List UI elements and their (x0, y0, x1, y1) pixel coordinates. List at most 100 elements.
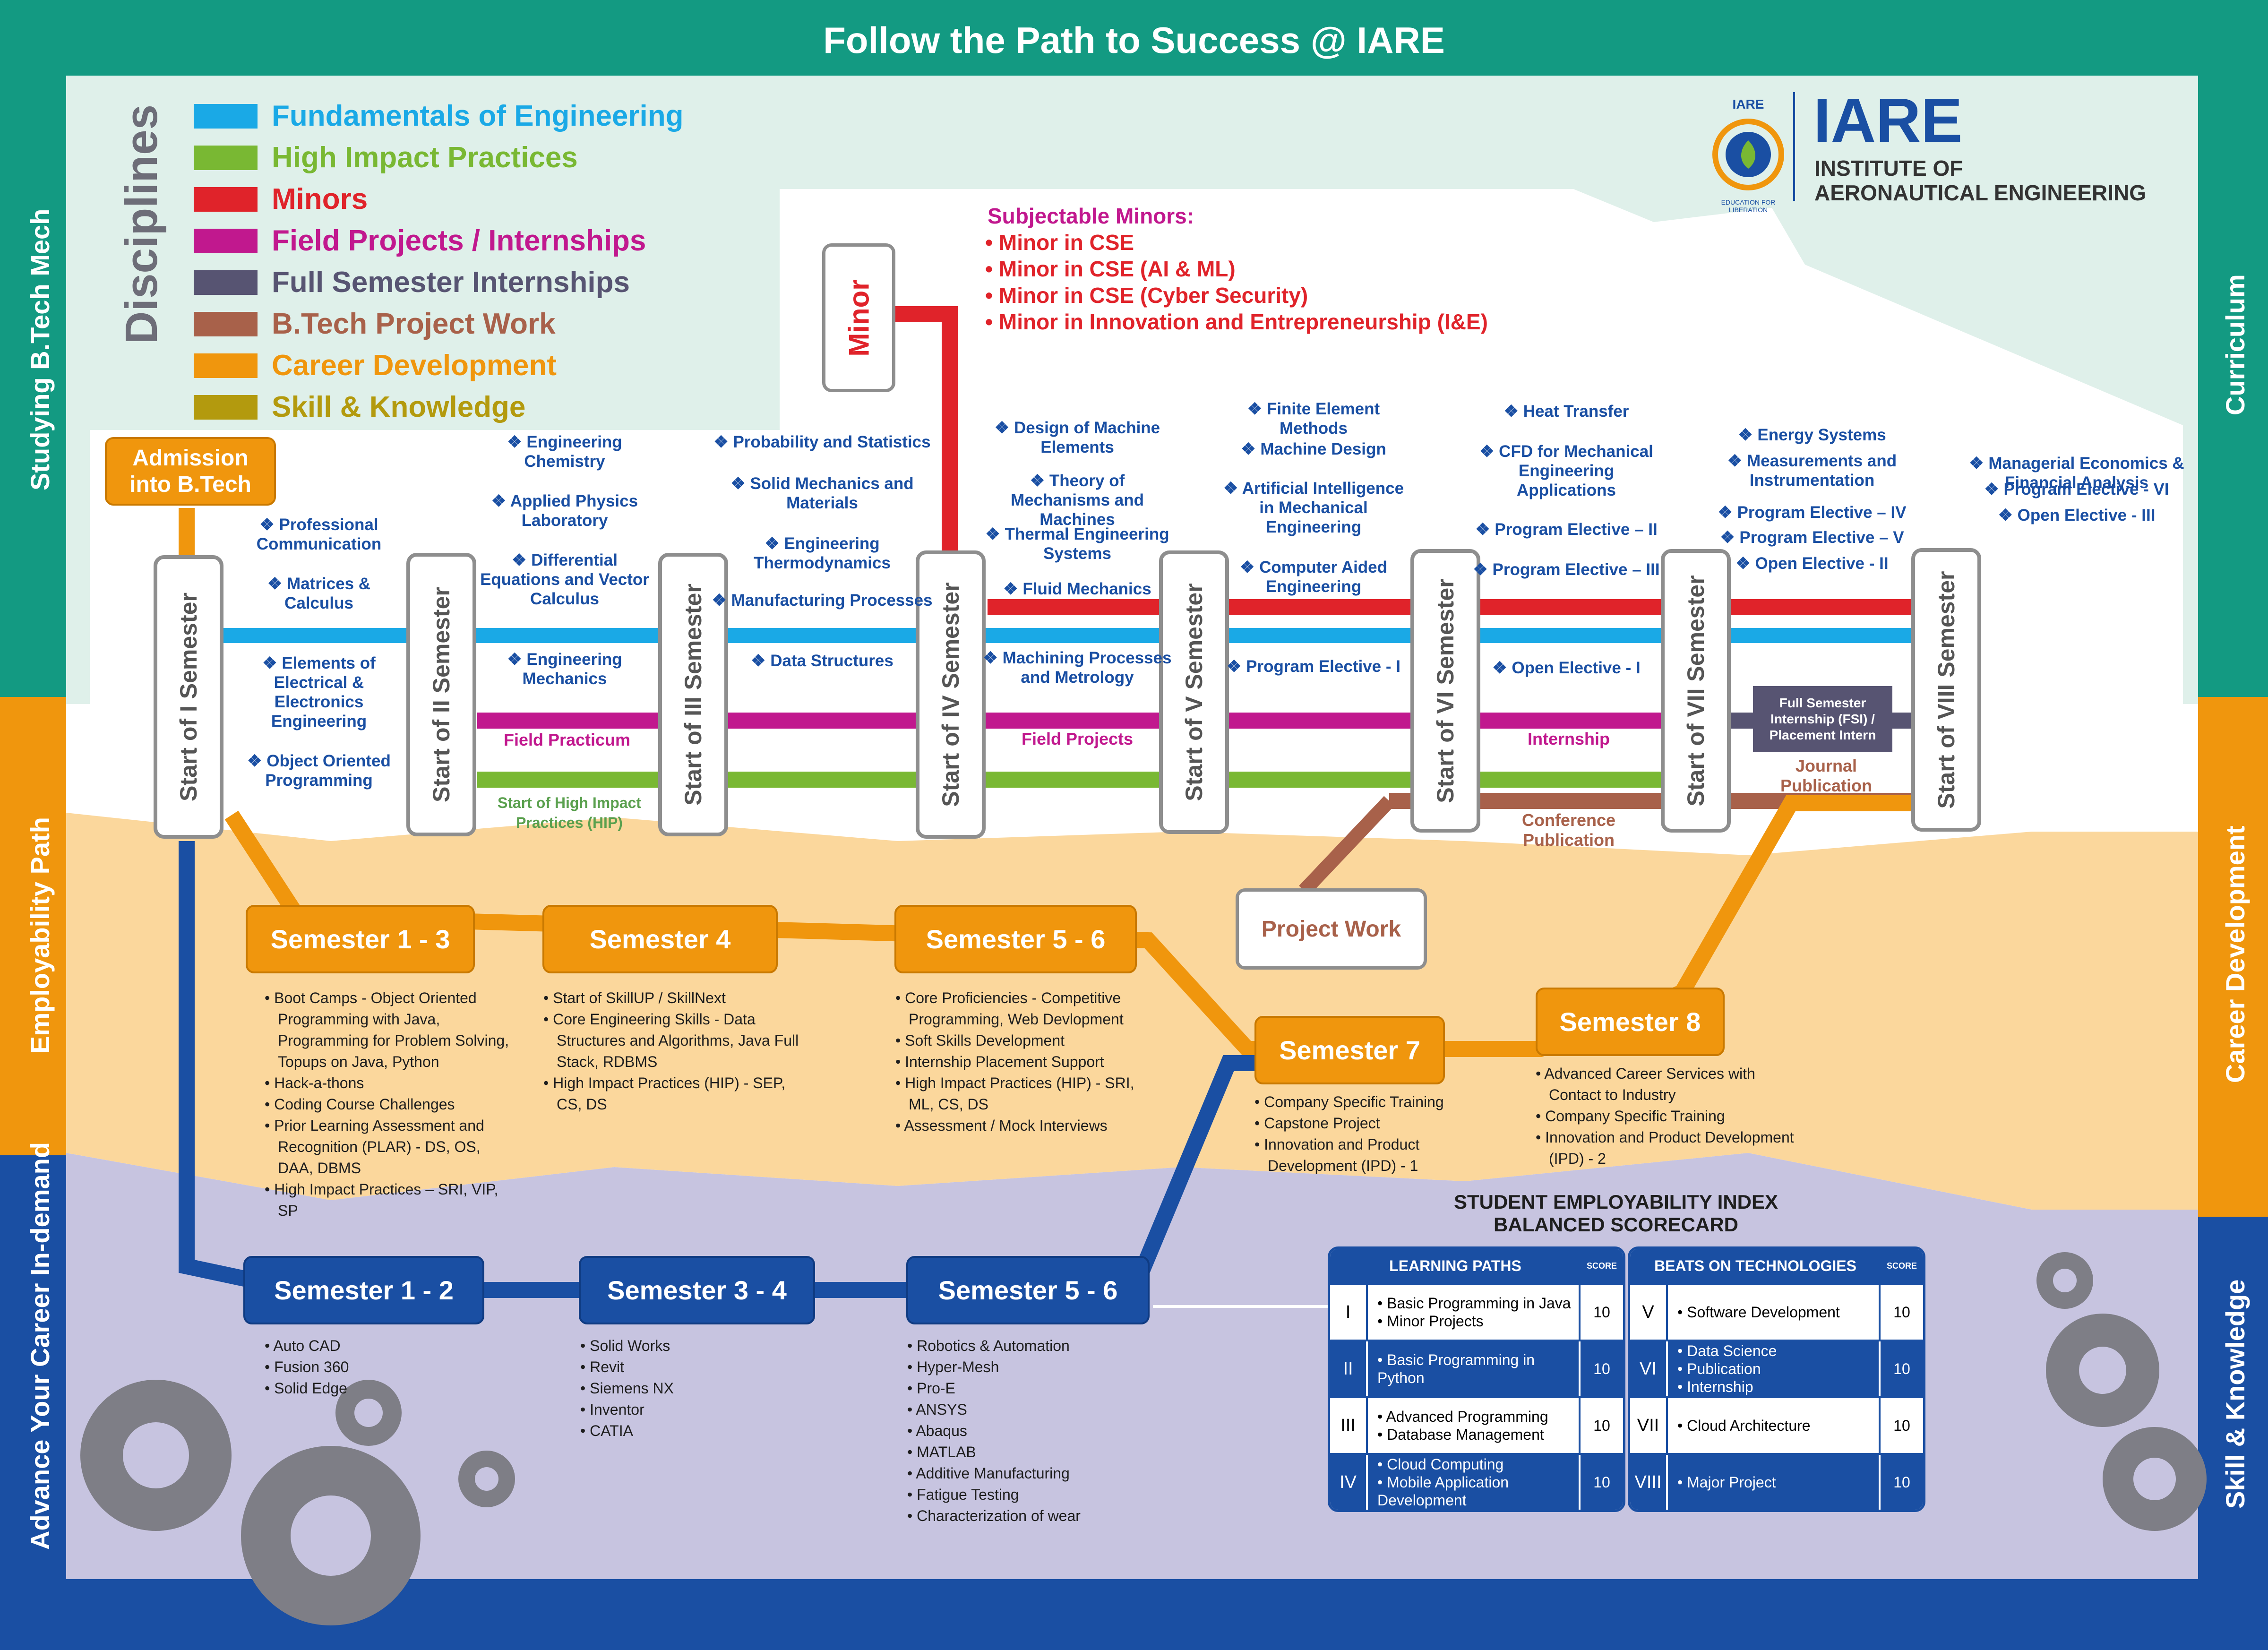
minors-list: • Minor in CSE• Minor in CSE (AI & ML)• … (985, 229, 1488, 335)
minor-box-label: Minor (843, 279, 875, 357)
course-item: ❖ Finite Element Methods (1247, 400, 1380, 438)
legend-swatch (194, 311, 258, 336)
row-score: 10 (1879, 1455, 1923, 1510)
career-stage-item: Innovation and Product Development (IPD)… (1536, 1127, 1796, 1169)
table-row: I• Basic Programming in Java• Minor Proj… (1330, 1283, 1623, 1340)
skill-stage-item: Pro-E (907, 1378, 1143, 1399)
row-number: I (1330, 1285, 1368, 1340)
row-items: • Advanced Programming• Database Managem… (1368, 1398, 1579, 1453)
career-stage-item: Soft Skills Development (895, 1030, 1160, 1051)
left-band-curriculum (0, 0, 66, 697)
course-item: ❖ Open Elective - II (1735, 554, 1889, 573)
row-item: • Publication (1677, 1360, 1761, 1377)
legend-label: B.Tech Project Work (272, 308, 556, 340)
skill-stage-box: Semester 1 - 2 (243, 1256, 484, 1324)
side-label-employability: Employability Path (25, 817, 55, 1054)
semester-pill: Start of V Semester (1159, 550, 1229, 834)
scorecard-title: STUDENT EMPLOYABILITY INDEX BALANCED SCO… (1342, 1191, 1890, 1236)
row-items: • Software Development (1668, 1285, 1879, 1340)
career-stage-item: High Impact Practices (HIP) - SEP, CS, D… (543, 1073, 808, 1115)
career-stage-item: Core Proficiencies - Competitive Program… (895, 988, 1160, 1030)
career-stage-item: Boot Camps - Object Oriented Programming… (265, 988, 520, 1073)
skill-stage-item: Revit (580, 1357, 750, 1378)
row-item: • Internship (1677, 1378, 1753, 1395)
legend-item: Field Projects / Internships (194, 224, 646, 258)
skill-stage-item: Solid Works (580, 1335, 750, 1357)
row-score: 10 (1879, 1285, 1923, 1340)
minor-item: • Minor in CSE (AI & ML) (985, 257, 1236, 281)
career-stage-item: Company Specific Training (1254, 1091, 1491, 1113)
row-number: V (1630, 1285, 1668, 1340)
table-heading: LEARNING PATHS (1389, 1257, 1521, 1274)
career-stage-item: Prior Learning Assessment and Recognitio… (265, 1115, 520, 1179)
row-score: 10 (1879, 1341, 1923, 1396)
course-item: ❖ Probability and Statistics (713, 433, 931, 451)
row-number: VII (1630, 1398, 1668, 1453)
course-item: ❖ CFD for Mechanical Engineering Applica… (1479, 442, 1653, 499)
legend-swatch (194, 353, 258, 378)
legend-label: Career Development (272, 349, 557, 382)
legend-label: Field Projects / Internships (272, 224, 646, 257)
right-band-skill (2198, 1217, 2268, 1650)
course-item: ❖ Computer Aided Engineering (1239, 558, 1388, 596)
career-stage-list: Company Specific TrainingCapstone Projec… (1254, 1091, 1491, 1177)
legend-item: Minors (194, 182, 368, 216)
course-item: ❖ Managerial Economics & Financial Analy… (1969, 454, 2184, 492)
skill-stage-item: Characterization of wear (907, 1505, 1143, 1527)
career-stage-list: Core Proficiencies - Competitive Program… (895, 988, 1160, 1136)
logo-subtitle: INSTITUTE OF AERONAUTICAL ENGINEERING (1814, 156, 2146, 205)
career-stage-item: Company Specific Training (1536, 1106, 1796, 1127)
legend-item: B.Tech Project Work (194, 307, 556, 341)
course-item: ❖ Open Elective - I (1492, 659, 1641, 677)
legend-item: Full Semester Internships (194, 266, 630, 299)
legend-label: Fundamentals of Engineering (272, 100, 684, 132)
logo-ring-text: EDUCATION FOR LIBERATION (1721, 198, 1776, 214)
skill-stage-item: Auto CAD (265, 1335, 435, 1357)
course-item: ❖ Thermal Engineering Systems (985, 525, 1169, 563)
career-stage-item: Capstone Project (1254, 1113, 1491, 1134)
row-items: • Basic Programming in Java• Minor Proje… (1368, 1285, 1579, 1340)
legend-item: High Impact Practices (194, 141, 578, 174)
hip-start-label: Start of High Impact Practices (HIP) (497, 794, 641, 831)
legend-swatch (194, 187, 258, 212)
legend-item: Skill & Knowledge (194, 390, 525, 424)
career-stage-item: Hack-a-thons (265, 1073, 520, 1094)
semester-label: Start of VII Semester (1683, 575, 1709, 807)
skill-stage-item: Robotics & Automation (907, 1335, 1143, 1357)
skill-stage-item: ANSYS (907, 1399, 1143, 1420)
legend-swatch (194, 270, 258, 295)
logo-divider (1793, 92, 1795, 201)
course-item: ❖ Program Elective - VI (1984, 480, 2169, 498)
table-heading: BEATS ON TECHNOLOGIES (1654, 1257, 1856, 1274)
course-item: ❖ Program Elective – IV (1718, 503, 1907, 522)
skill-stage-item: Abaqus (907, 1420, 1143, 1442)
logo-line1: INSTITUTE OF (1814, 156, 1963, 180)
field-projects-label: Field Projects (1021, 729, 1134, 748)
semester-label: Start of I Semester (175, 593, 202, 801)
course-item: ❖ Engineering Thermodynamics (754, 534, 891, 572)
project-work-box: Project Work (1236, 888, 1427, 970)
course-item: ❖ Fluid Mechanics (1003, 580, 1151, 598)
course-item: ❖ Solid Mechanics and Materials (730, 474, 914, 512)
course-item: ❖ Measurements and Instrumentation (1727, 452, 1897, 490)
course-item: ❖ Data Structures (751, 652, 893, 670)
course-item: ❖ Program Elective – II (1475, 520, 1658, 539)
semester-pill: Start of IV Semester (916, 550, 986, 839)
row-item: • Minor Projects (1377, 1313, 1484, 1330)
skill-stage-box: Semester 3 - 4 (579, 1256, 815, 1324)
row-item: • Database Management (1377, 1426, 1544, 1443)
course-item: ❖ Energy Systems (1738, 426, 1886, 444)
gear-icon (80, 1380, 515, 1625)
course-item: ❖ Differential Equations and Vector Calc… (480, 551, 649, 608)
legend-item: Fundamentals of Engineering (194, 99, 684, 133)
skill-stage-item: Hyper-Mesh (907, 1357, 1143, 1378)
course-item: ❖ Theory of Mechanisms and Machines (1010, 472, 1144, 529)
semester-label: Start of IV Semester (937, 582, 964, 807)
logo-name: IARE (1813, 86, 1963, 155)
side-label-career: Career Development (2220, 825, 2250, 1083)
row-item: • Basic Programming in Java (1377, 1295, 1571, 1312)
journal-label: Journal Publication (1780, 756, 1872, 795)
